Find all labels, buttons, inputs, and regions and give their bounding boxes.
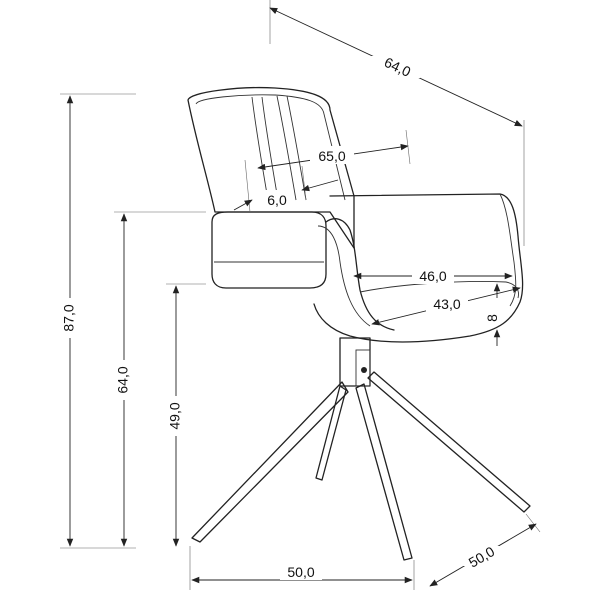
- leg-front-left: [191, 381, 349, 543]
- label-seat-width: 46,0: [419, 268, 446, 284]
- dim-base-depth: 50,0: [429, 513, 541, 587]
- label-armrest-height: 64,0: [115, 366, 131, 393]
- dim-base-width: 50,0: [189, 546, 415, 590]
- backrest-channel-right-2: [286, 95, 307, 201]
- chair-outline: [187, 86, 531, 561]
- dim-back-width: 65,0: [257, 129, 411, 171]
- backrest-channel-left: [251, 96, 269, 201]
- leg-front-right: [355, 383, 413, 561]
- dim-depth-overall: 64,0: [269, 0, 525, 246]
- backrest-channel-right: [276, 95, 297, 201]
- backrest: [187, 86, 355, 249]
- label-seat-depth: 43,0: [433, 296, 460, 312]
- label-base-width: 50,0: [287, 564, 314, 580]
- label-back-channel: 6,0: [267, 192, 287, 208]
- dim-seat-height: 49,0: [166, 283, 206, 547]
- swivel-plate: [355, 349, 371, 387]
- seat-shell: [313, 193, 524, 343]
- dim-seat-width: 46,0: [353, 266, 513, 284]
- swivel-bolt: [361, 367, 367, 373]
- dim-seat-tilt: 8: [484, 283, 501, 346]
- arm-sweep: [325, 218, 395, 331]
- armrest-pad: [211, 211, 327, 289]
- dim-armrest-height: 64,0: [114, 211, 206, 547]
- label-seat-tilt: 8: [484, 314, 500, 322]
- label-height-overall: 87,0: [61, 304, 77, 331]
- dim-height-overall: 87,0: [60, 93, 136, 549]
- dim-seat-depth: 43,0: [371, 286, 521, 326]
- dim-back-channel: 6,0: [233, 159, 339, 213]
- label-seat-height: 49,0: [167, 402, 183, 429]
- label-back-width: 65,0: [318, 148, 345, 164]
- leg-back-right: [367, 371, 531, 513]
- arm-sweep-inner: [317, 225, 371, 327]
- swivel-column: [339, 337, 371, 387]
- leg-back-left: [315, 385, 347, 481]
- backrest-channel-left-2: [261, 96, 279, 201]
